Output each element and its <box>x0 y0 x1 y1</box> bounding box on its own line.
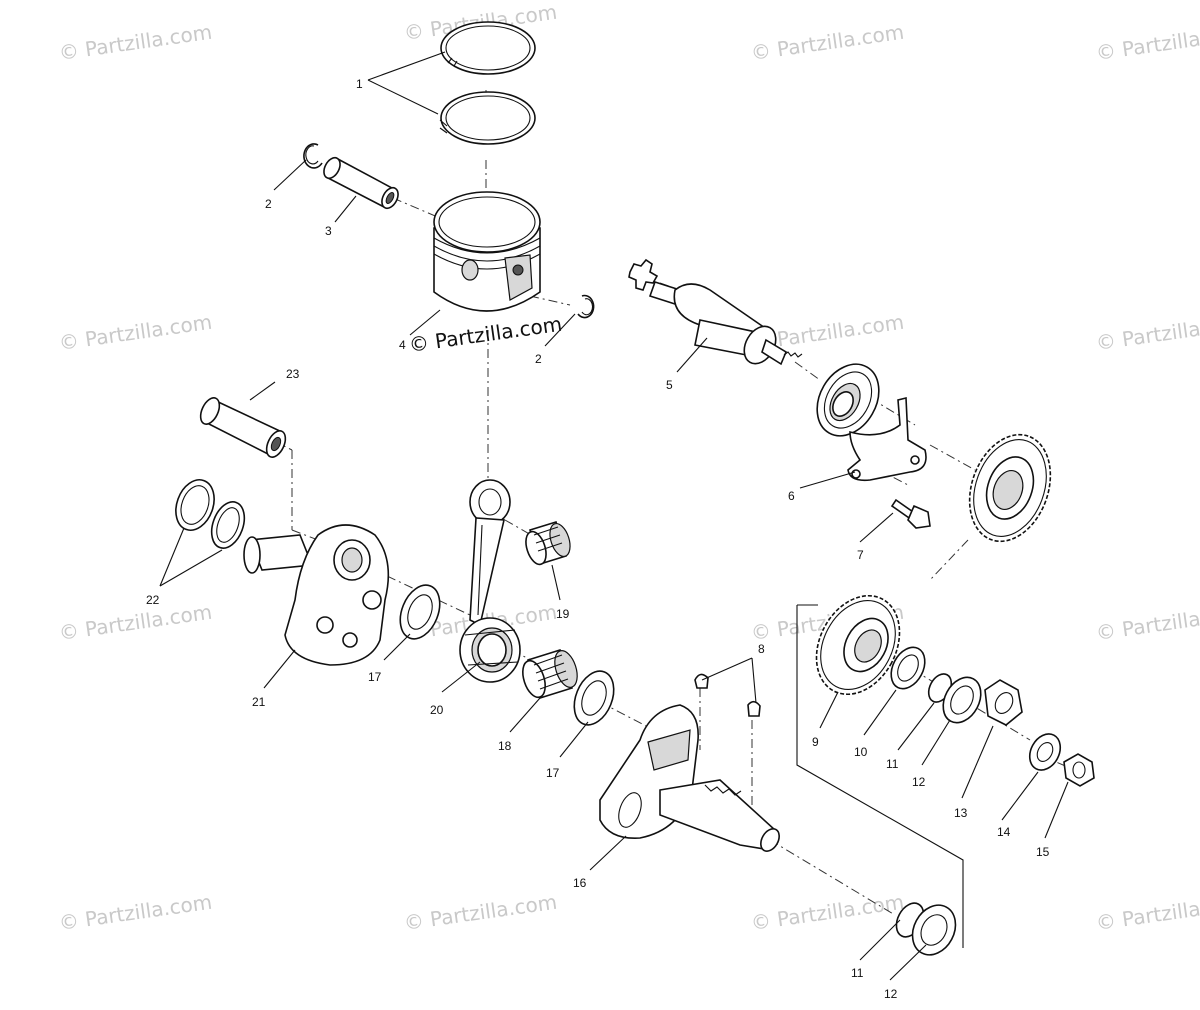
callout-1: 1 <box>356 77 363 91</box>
nut-icon <box>1063 753 1095 787</box>
watermark: © Partzilla.com <box>1094 600 1200 645</box>
callout-2: 2 <box>265 197 272 211</box>
callout-7: 7 <box>857 548 864 562</box>
watermark: © Partzilla.com <box>749 890 905 935</box>
callout-22: 22 <box>146 593 160 607</box>
callout-12: 12 <box>884 987 898 1001</box>
ball-bearing <box>816 363 880 437</box>
watermark: © Partzilla.com <box>402 890 558 935</box>
drive-gear <box>968 433 1052 543</box>
callout-2: 2 <box>535 352 542 366</box>
callout-18: 18 <box>498 739 512 753</box>
callout-4: 4 <box>399 338 406 352</box>
thrust-washer-icon <box>573 670 615 726</box>
seal-icon <box>210 501 246 549</box>
woodruff-key-icon <box>747 700 761 717</box>
callout-8: 8 <box>758 642 765 656</box>
circlip-icon <box>303 143 323 169</box>
seal-icon <box>175 479 215 531</box>
piston-rings <box>439 21 536 145</box>
watermark: © Partzilla.com <box>57 310 213 355</box>
watermark: © Partzilla.com <box>1094 890 1200 935</box>
callout-19: 19 <box>556 607 570 621</box>
washer-icon <box>890 646 926 690</box>
washer-icon <box>1028 733 1062 771</box>
watermark: © Partzilla.com <box>57 20 213 65</box>
piston <box>433 191 541 312</box>
callout-5: 5 <box>666 378 673 392</box>
crankshaft-right <box>599 704 780 852</box>
callout-16: 16 <box>573 876 587 890</box>
needle-bearing-icon <box>522 648 578 700</box>
balance-shaft <box>628 258 803 366</box>
callout-17: 17 <box>368 670 382 684</box>
callout-11: 11 <box>886 757 899 771</box>
watermark: © Partzilla.com <box>57 600 213 645</box>
circlip-icon <box>577 294 595 319</box>
connecting-rod <box>459 479 521 683</box>
callout-3: 3 <box>325 224 332 238</box>
callout-17: 17 <box>546 766 560 780</box>
watermark: © Partzilla.com <box>1094 20 1200 65</box>
callout-23: 23 <box>286 367 300 381</box>
callout-21: 21 <box>252 695 266 709</box>
bolt-icon <box>890 498 931 529</box>
crank-pin <box>199 397 287 458</box>
collar-icon <box>911 904 957 956</box>
callout-9: 9 <box>812 735 819 749</box>
thrust-washer-icon <box>399 584 441 640</box>
callout-13: 13 <box>954 806 968 820</box>
castle-nut-icon <box>984 679 1023 726</box>
collar-icon <box>942 676 982 724</box>
leader-lines <box>159 51 1069 981</box>
callout-15: 15 <box>1036 845 1050 859</box>
gear-icon <box>815 594 901 696</box>
watermark-overlay: © Partzilla.com <box>407 312 563 357</box>
callout-6: 6 <box>788 489 795 503</box>
watermark: © Partzilla.com <box>1094 310 1200 355</box>
crankshaft-left <box>243 524 390 666</box>
retainer-plate <box>847 396 927 482</box>
callout-labels: 1 2 3 2 4 5 6 7 8 9 10 11 12 13 14 15 16… <box>146 77 1050 1001</box>
needle-bearing-icon <box>525 520 571 566</box>
callout-11: 11 <box>851 966 864 980</box>
callout-12: 12 <box>912 775 926 789</box>
callout-20: 20 <box>430 703 444 717</box>
watermark: © Partzilla.com <box>57 890 213 935</box>
watermark: © Partzilla.com <box>749 20 905 65</box>
callout-10: 10 <box>854 745 868 759</box>
callout-14: 14 <box>997 825 1011 839</box>
woodruff-key-icon <box>694 673 709 689</box>
piston-pin <box>323 156 399 210</box>
